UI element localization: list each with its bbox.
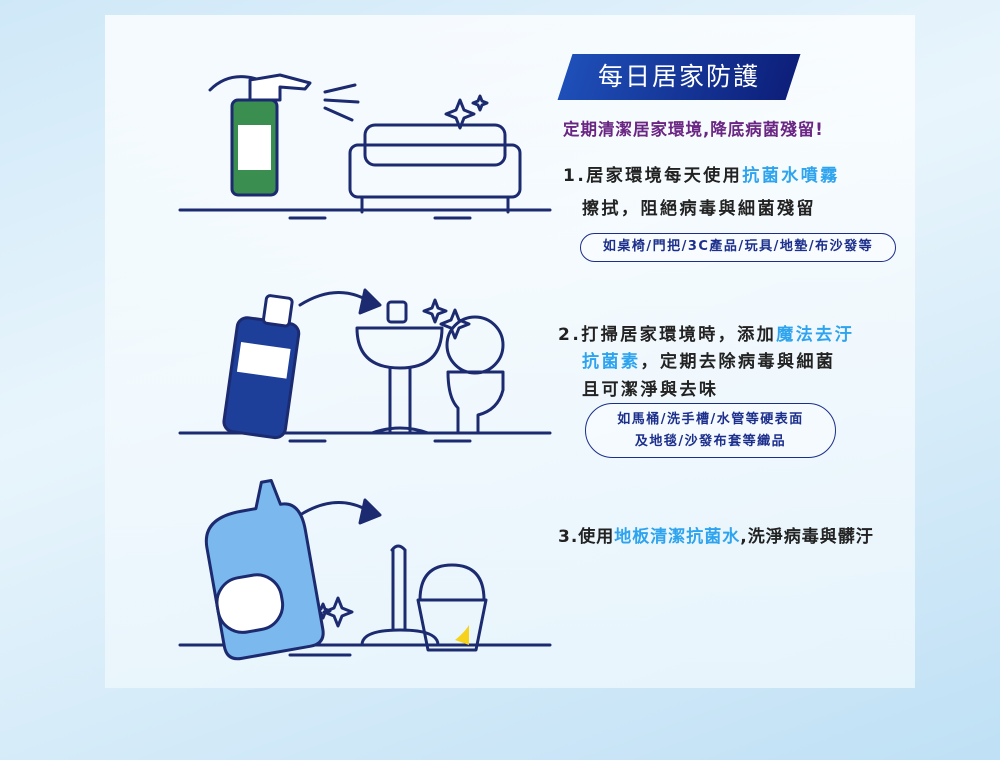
item-1-line-2: 擦拭，阻絕病毒與細菌殘留 — [582, 199, 816, 219]
example-text: 如桌椅/門把/3C產品/玩具/地墊/布沙發等 — [602, 239, 874, 254]
detergent-bottle-icon — [222, 316, 301, 440]
item-2-examples: 如馬桶/洗手槽/水管等硬表面及地毯/沙發布套等織品 — [585, 403, 836, 458]
text: 居家環境每天使用 — [586, 166, 743, 186]
bucket-icon — [416, 598, 488, 652]
highlight: 抗菌水噴霧 — [742, 166, 840, 186]
text: ,洗淨病毒與髒汙 — [740, 527, 874, 547]
scene-mop-bucket — [178, 479, 552, 661]
floor-cleaner-bottle-icon — [204, 479, 325, 661]
item-2-line-1: 2.打掃居家環境時，添加魔法去汙 — [558, 320, 854, 345]
item-number: 1. — [563, 166, 587, 186]
text: 打掃居家環境時，添加 — [581, 325, 777, 345]
subtitle: 定期清潔居家環境,降底病菌殘留! — [563, 120, 824, 139]
sparkle-icon — [322, 596, 354, 628]
item-1-examples: 如桌椅/門把/3C產品/玩具/地墊/布沙發等 — [580, 233, 896, 262]
scene-sink-toilet — [178, 288, 552, 443]
highlight: 地板清潔抗菌水 — [614, 527, 741, 547]
item-number: 2. — [558, 325, 582, 345]
sparkle-icon — [422, 298, 448, 324]
item-2-line-2: 抗菌素，定期去除病毒與細菌 — [582, 347, 836, 372]
example-text: 及地毯/沙發布套等織品 — [634, 434, 787, 449]
item-3-line-1: 3.使用地板清潔抗菌水,洗淨病毒與髒汙 — [558, 522, 874, 547]
item-2-line-3: 且可潔淨與去味 — [582, 380, 719, 400]
item-number: 3. — [558, 527, 579, 547]
sofa-icon — [348, 143, 522, 199]
mop-icon — [390, 544, 407, 632]
text: 使用 — [578, 527, 615, 547]
scene-spray-sofa — [178, 73, 552, 220]
highlight: 魔法去汙 — [776, 325, 855, 345]
toilet-icon — [445, 315, 505, 375]
page-title: 每日居家防護 — [597, 62, 760, 91]
sink-icon — [355, 326, 444, 370]
text: ，定期去除病毒與細菌 — [640, 352, 836, 372]
item-1-line-1: 1.居家環境每天使用抗菌水噴霧 — [563, 161, 840, 186]
highlight: 抗菌素 — [582, 352, 641, 372]
example-text: 如馬桶/洗手槽/水管等硬表面 — [617, 412, 804, 427]
sparkle-icon — [444, 98, 476, 130]
